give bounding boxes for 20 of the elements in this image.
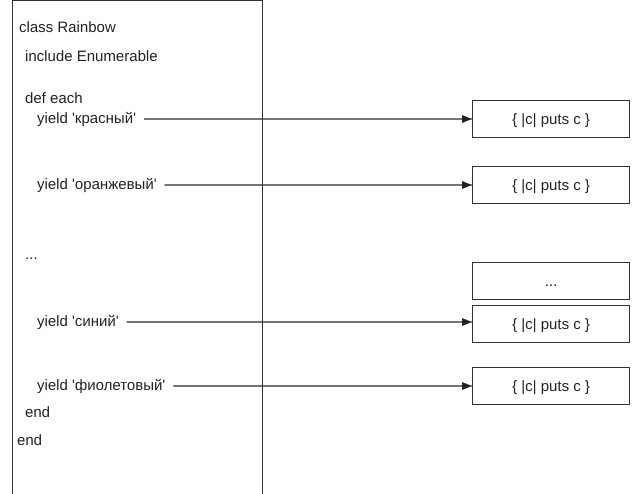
block-box: ... — [472, 262, 630, 300]
code-line: yield 'красный' — [37, 110, 136, 128]
code-line: yield 'оранжевый' — [37, 176, 157, 194]
block-box: { |c| puts c } — [472, 166, 630, 204]
code-line: end — [25, 404, 50, 422]
code-line: yield 'фиолетовый' — [37, 377, 166, 395]
arrow — [164, 181, 472, 189]
arrow — [126, 318, 472, 326]
code-line: ... — [25, 246, 38, 264]
code-line: yield 'синий' — [37, 313, 119, 331]
code-panel — [12, 0, 263, 494]
block-box: { |c| puts c } — [472, 367, 630, 405]
arrow — [144, 115, 472, 123]
code-line: class Rainbow — [19, 19, 116, 37]
arrow — [173, 382, 472, 390]
code-line: include Enumerable — [25, 48, 158, 66]
code-line: def each — [25, 90, 83, 108]
block-box: { |c| puts c } — [472, 305, 630, 343]
code-line: end — [17, 432, 42, 450]
block-box: { |c| puts c } — [472, 100, 630, 138]
